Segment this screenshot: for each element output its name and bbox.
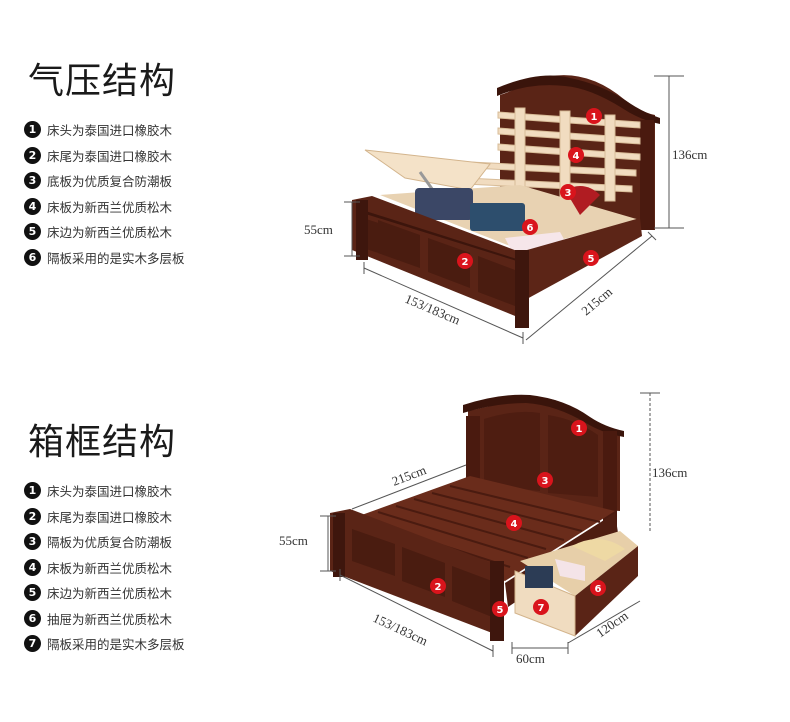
dimension-foot-height: 55cm xyxy=(279,533,308,548)
callout-label-4: 4 xyxy=(511,519,518,530)
feature-list: 1 床头为泰国进口橡胶木 2 床尾为泰国进口橡胶木 3 隔板为优质复合防潮板 4 床板为… xyxy=(24,478,185,657)
feature-text: 隔板采用的是实木多层板 xyxy=(47,637,185,653)
callout-label-5: 5 xyxy=(588,254,595,265)
callout-marker-3 xyxy=(537,472,553,488)
callout-marker-7 xyxy=(533,599,549,615)
feature-item: 1 床头为泰国进口橡胶木 xyxy=(24,478,185,504)
callout-label-3: 3 xyxy=(565,188,572,199)
section-gas-lift: 气压结构 1 床头为泰国进口橡胶木 2 床尾为泰国进口橡胶木 3 底板为优质复合防潮板… xyxy=(24,61,707,344)
feature-item: 6 隔板采用的是实木多层板 xyxy=(24,245,185,271)
feature-text: 床边为新西兰优质松木 xyxy=(47,225,173,241)
feature-item: 1 床头为泰国进口橡胶木 xyxy=(24,117,185,143)
callout-label-4: 4 xyxy=(573,151,580,162)
dimension-drawer-width: 60cm xyxy=(516,651,545,666)
feature-item: 5 床边为新西兰优质松木 xyxy=(24,580,185,606)
feature-text: 床边为新西兰优质松木 xyxy=(47,586,173,602)
feature-text: 隔板采用的是实木多层板 xyxy=(47,250,185,266)
dimension-height: 136cm xyxy=(672,147,707,162)
callout-marker-2 xyxy=(430,578,446,594)
dimension-height: 136cm xyxy=(652,465,687,480)
number-badge: 6 xyxy=(24,248,41,266)
callout-label-1: 1 xyxy=(591,112,598,123)
callout-markers: 1 2 3 4 5 6 7 xyxy=(430,420,606,617)
section-box-frame: 箱框结构 1 床头为泰国进口橡胶木 2 床尾为泰国进口橡胶木 3 隔板为优质复合防潮板… xyxy=(0,361,790,722)
dimension-foot-height: 55cm xyxy=(304,222,333,237)
gas-lift-bed-illustration: 1 2 3 4 5 6 136cm 55cm 1 5 xyxy=(304,75,707,344)
callout-markers: 1 2 3 4 5 6 xyxy=(457,108,602,269)
feature-text: 床头为泰国进口橡胶木 xyxy=(47,484,173,500)
number-badge: 6 xyxy=(24,609,41,627)
feature-item: 3 隔板为优质复合防潮板 xyxy=(24,529,185,555)
dimension-lines xyxy=(320,392,660,657)
callout-marker-2 xyxy=(457,253,473,269)
feature-list: 1 床头为泰国进口橡胶木 2 床尾为泰国进口橡胶木 3 底板为优质复合防潮板 4 床板为… xyxy=(24,117,185,270)
callout-label-2: 2 xyxy=(435,582,442,593)
number-badge: 5 xyxy=(24,584,41,602)
callout-marker-1 xyxy=(571,420,587,436)
callout-label-5: 5 xyxy=(497,605,504,616)
callout-label-6: 6 xyxy=(527,223,534,234)
feature-item: 2 床尾为泰国进口橡胶木 xyxy=(24,143,185,169)
callout-label-3: 3 xyxy=(542,476,549,487)
feature-item: 5 床边为新西兰优质松木 xyxy=(24,219,185,245)
feature-text: 隔板为优质复合防潮板 xyxy=(47,535,173,551)
feature-text: 床板为新西兰优质松木 xyxy=(47,199,173,215)
callout-marker-3 xyxy=(560,184,576,200)
dimension-lines xyxy=(344,75,684,344)
feature-item: 4 床板为新西兰优质松木 xyxy=(24,194,185,220)
dimension-width: 153/183cm xyxy=(403,291,463,328)
feature-item: 4 床板为新西兰优质松木 xyxy=(24,555,185,581)
number-badge: 3 xyxy=(24,172,41,190)
feature-text: 床板为新西兰优质松木 xyxy=(47,560,173,576)
box-frame-bed-illustration: 1 2 3 4 5 6 7 xyxy=(279,392,687,666)
number-badge: 7 xyxy=(24,635,41,653)
callout-label-1: 1 xyxy=(576,424,583,435)
feature-text: 抽屉为新西兰优质松木 xyxy=(47,611,173,627)
number-badge: 1 xyxy=(24,482,41,500)
section-title: 气压结构 xyxy=(28,61,177,102)
callout-marker-4 xyxy=(568,147,584,163)
callout-marker-6 xyxy=(522,219,538,235)
callout-marker-1 xyxy=(586,108,602,124)
feature-item: 6 抽屉为新西兰优质松木 xyxy=(24,606,185,632)
callout-marker-4 xyxy=(506,515,522,531)
number-badge: 5 xyxy=(24,223,41,241)
number-badge: 1 xyxy=(24,121,41,139)
callout-label-7: 7 xyxy=(538,603,545,614)
number-badge: 4 xyxy=(24,558,41,576)
number-badge: 4 xyxy=(24,197,41,215)
number-badge: 3 xyxy=(24,533,41,551)
feature-item: 7 隔板采用的是实木多层板 xyxy=(24,631,185,657)
callout-marker-5 xyxy=(583,250,599,266)
feature-item: 2 床尾为泰国进口橡胶木 xyxy=(24,504,185,530)
feature-text: 床尾为泰国进口橡胶木 xyxy=(47,509,173,525)
section-title: 箱框结构 xyxy=(28,422,177,463)
feature-item: 3 底板为优质复合防潮板 xyxy=(24,168,185,194)
dimension-length: 215cm xyxy=(390,462,428,489)
feature-text: 床头为泰国进口橡胶木 xyxy=(47,123,173,139)
feature-text: 床尾为泰国进口橡胶木 xyxy=(47,148,173,164)
callout-label-6: 6 xyxy=(595,584,602,595)
number-badge: 2 xyxy=(24,146,41,164)
feature-text: 底板为优质复合防潮板 xyxy=(47,174,173,190)
number-badge: 2 xyxy=(24,507,41,525)
callout-marker-6 xyxy=(590,580,606,596)
callout-label-2: 2 xyxy=(462,257,469,268)
callout-marker-5 xyxy=(492,601,508,617)
dimension-length: 215cm xyxy=(578,284,615,318)
